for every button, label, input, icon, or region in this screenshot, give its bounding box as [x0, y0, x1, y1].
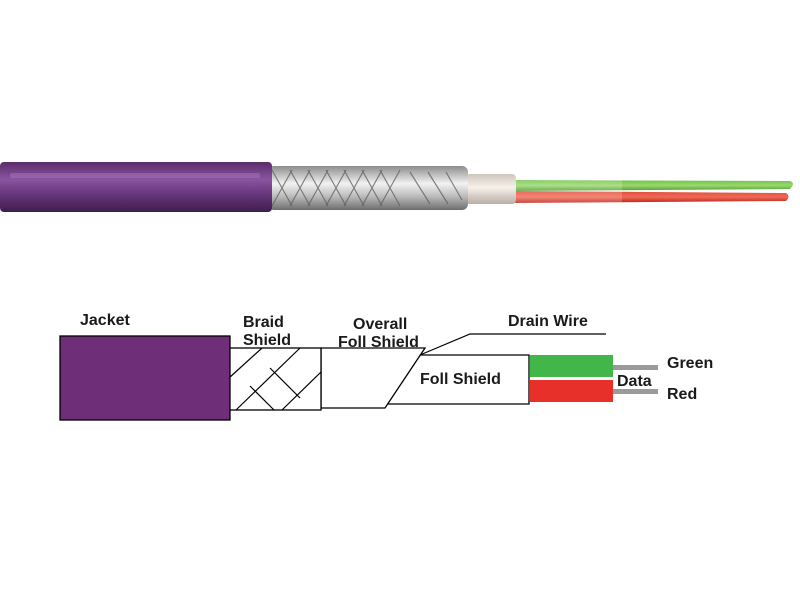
drain-wire-top — [612, 365, 658, 370]
jacket-section — [59, 335, 231, 421]
drain-wire-bottom — [612, 389, 658, 394]
photo-jacket — [0, 162, 272, 212]
label-green: Green — [667, 355, 713, 372]
cable-schematic — [59, 333, 658, 421]
photo-red-conductor — [512, 191, 789, 203]
braid-pattern — [228, 347, 322, 411]
photo-jacket-highlight — [10, 173, 260, 178]
label-red: Red — [667, 386, 697, 403]
label-foil-shield: Foll Shield — [420, 371, 501, 388]
photo-conductor-foil — [512, 179, 622, 204]
label-braid-shield-line1: Braid — [243, 314, 284, 331]
label-data: Data — [617, 373, 652, 390]
braid-shield-section — [228, 347, 322, 411]
drain-wire-leader — [419, 333, 606, 356]
label-braid-shield-line2: Shield — [243, 332, 291, 349]
red-conductor — [530, 380, 613, 402]
label-overall-foil-line2: Foll Shield — [338, 334, 419, 351]
photo-braid-weave — [271, 169, 463, 207]
photo-white-filler — [466, 174, 516, 204]
label-jacket: Jacket — [80, 312, 130, 329]
green-conductor — [530, 355, 613, 377]
label-drain-wire: Drain Wire — [508, 313, 588, 330]
label-overall-foil-line1: Overall — [353, 316, 407, 333]
photo-green-conductor — [512, 180, 793, 191]
cable-photo — [0, 162, 793, 212]
photo-braid-shield — [268, 166, 468, 210]
